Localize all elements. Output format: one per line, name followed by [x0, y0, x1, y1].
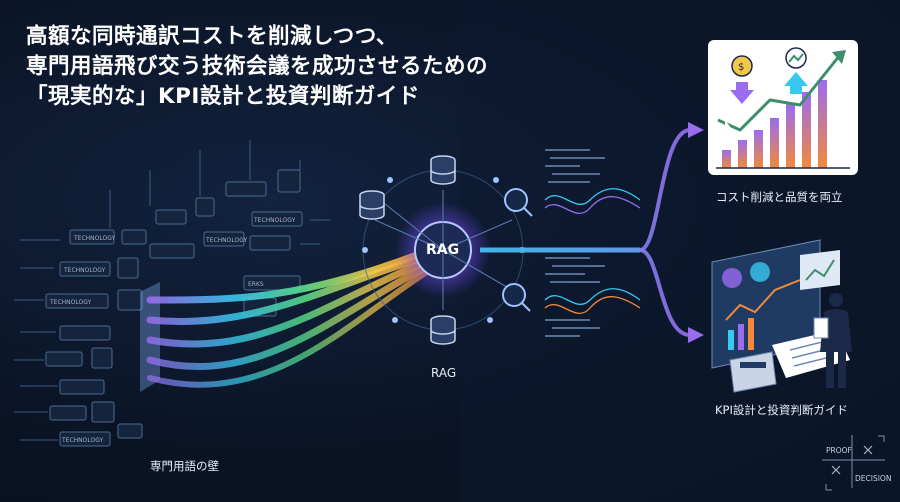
chip-connector-lines — [14, 140, 330, 441]
chip-labels: TECHNOLOGY TECHNOLOGY TECHNOLOGY TECHNOL… — [49, 217, 296, 444]
chip-label-7: ERKS — [248, 281, 264, 288]
close-icon — [831, 465, 841, 475]
arrow-head-icon — [688, 122, 704, 138]
search-icon — [502, 283, 531, 312]
title-line-1: 高額な同時通訳コストを削減しつつ、 — [26, 24, 398, 49]
outcome-kpi-guide-label: KPI設計と投資判断ガイド — [715, 403, 848, 417]
title-line-3: 「現実的な」KPI設計と投資判断ガイド — [26, 84, 420, 109]
chip-label-4: TECHNOLOGY — [253, 217, 296, 224]
chip-label-3: TECHNOLOGY — [49, 299, 92, 306]
search-icon — [504, 188, 533, 217]
chart-up-icon — [784, 47, 808, 94]
knowledge-flow — [146, 246, 434, 388]
kpi-dashboard-illustration — [711, 239, 850, 393]
person-icon — [813, 293, 852, 388]
branch-arrows — [480, 128, 691, 337]
database-icon — [359, 190, 385, 220]
processed-text-streams — [545, 149, 605, 337]
rag-hub-label: RAG — [426, 242, 460, 258]
cost-quality-chart-panel — [708, 40, 858, 175]
page-title: 高額な同時通訳コストを削減しつつ、 専門用語飛び交う技術会議を成功させるための … — [26, 22, 586, 112]
coin-down-icon: $ — [730, 55, 754, 104]
chip-label-2: TECHNOLOGY — [63, 267, 106, 274]
svg-text:$: $ — [738, 62, 744, 73]
chip-label-1: TECHNOLOGY — [73, 235, 116, 242]
chip-label-5: TECHNOLOGY — [205, 237, 248, 244]
chip-label-6: TECHNOLOGY — [61, 437, 104, 444]
close-icon — [863, 445, 873, 455]
signal-waves — [544, 188, 641, 315]
database-icon — [430, 155, 456, 185]
proof-label: PROOF — [826, 446, 852, 455]
rag-caption: RAG — [431, 366, 457, 380]
decision-label: DECISION — [855, 474, 892, 483]
title-line-2: 専門用語飛び交う技術会議を成功させるための — [26, 54, 489, 79]
database-icon — [430, 315, 456, 345]
arrow-head-icon — [688, 327, 704, 343]
terminology-wall-caption: 専門用語の壁 — [150, 459, 219, 473]
outcome-cost-quality-label: コスト削減と品質を両立 — [716, 190, 843, 204]
proof-decision-matrix — [822, 435, 885, 491]
